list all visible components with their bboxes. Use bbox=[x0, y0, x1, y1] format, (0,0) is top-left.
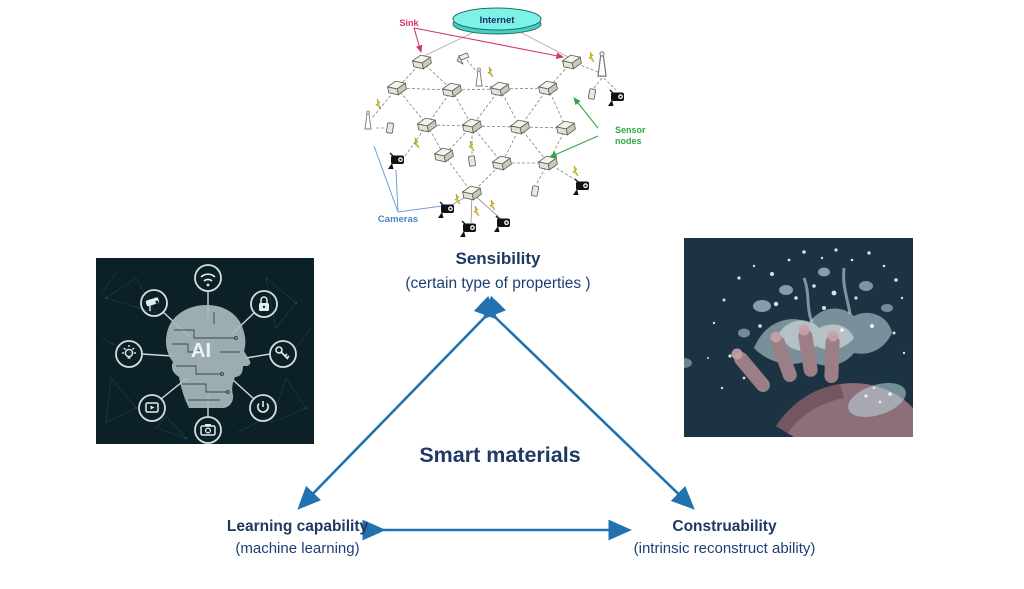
vertex-sensibility: Sensibility (certain type of properties … bbox=[348, 249, 648, 293]
sensibility-subtitle: (certain type of properties ) bbox=[405, 275, 591, 292]
sink-label: Sink bbox=[399, 18, 419, 28]
triangle-arrows bbox=[297, 295, 695, 541]
camera-icon bbox=[200, 424, 216, 436]
wifi-icon bbox=[200, 273, 216, 287]
construability-subtitle: (intrinsic reconstruct ability) bbox=[633, 540, 816, 557]
ai-head: AI bbox=[165, 305, 251, 408]
lightning-bolts bbox=[375, 51, 595, 217]
sensibility-title: Sensibility bbox=[455, 249, 541, 268]
sink-arrows bbox=[413, 27, 565, 59]
lightbulb-icon bbox=[122, 345, 136, 359]
hand bbox=[731, 324, 913, 437]
learning-subtitle: (machine learning) bbox=[235, 540, 360, 557]
construability-title: Construability bbox=[672, 518, 777, 535]
arrow-sensibility-construability bbox=[473, 295, 695, 510]
smart-materials-label: Smart materials bbox=[419, 443, 581, 467]
arrow-sensibility-learning bbox=[297, 295, 507, 510]
mesh-edges bbox=[371, 59, 617, 194]
sensor-nodes-label-line2: nodes bbox=[615, 136, 642, 146]
lock-icon bbox=[259, 296, 269, 311]
sensor-network-diagram: Internet bbox=[364, 7, 646, 238]
camera-pointer-lines bbox=[373, 145, 443, 213]
vertex-learning-capability: Learning capability (machine learning) bbox=[185, 518, 410, 557]
power-icon bbox=[257, 401, 269, 413]
internet-label: Internet bbox=[480, 15, 516, 26]
internet-cloud: Internet bbox=[452, 7, 542, 35]
vertex-construability: Construability (intrinsic reconstruct ab… bbox=[592, 518, 857, 557]
sensor-node-arrows bbox=[548, 97, 599, 158]
icon-circles bbox=[115, 264, 297, 444]
hand-water-image bbox=[684, 238, 913, 437]
plexus-background bbox=[100, 272, 312, 440]
key-icon bbox=[275, 346, 290, 360]
video-icon bbox=[145, 402, 159, 413]
learning-title: Learning capability bbox=[226, 518, 369, 535]
cameras-label: Cameras bbox=[378, 214, 418, 225]
sensor-nodes-label-line1: Sensor bbox=[615, 125, 646, 135]
cctv-icon bbox=[145, 297, 160, 311]
ai-image: AI bbox=[96, 258, 314, 444]
ai-label: AI bbox=[191, 340, 211, 362]
